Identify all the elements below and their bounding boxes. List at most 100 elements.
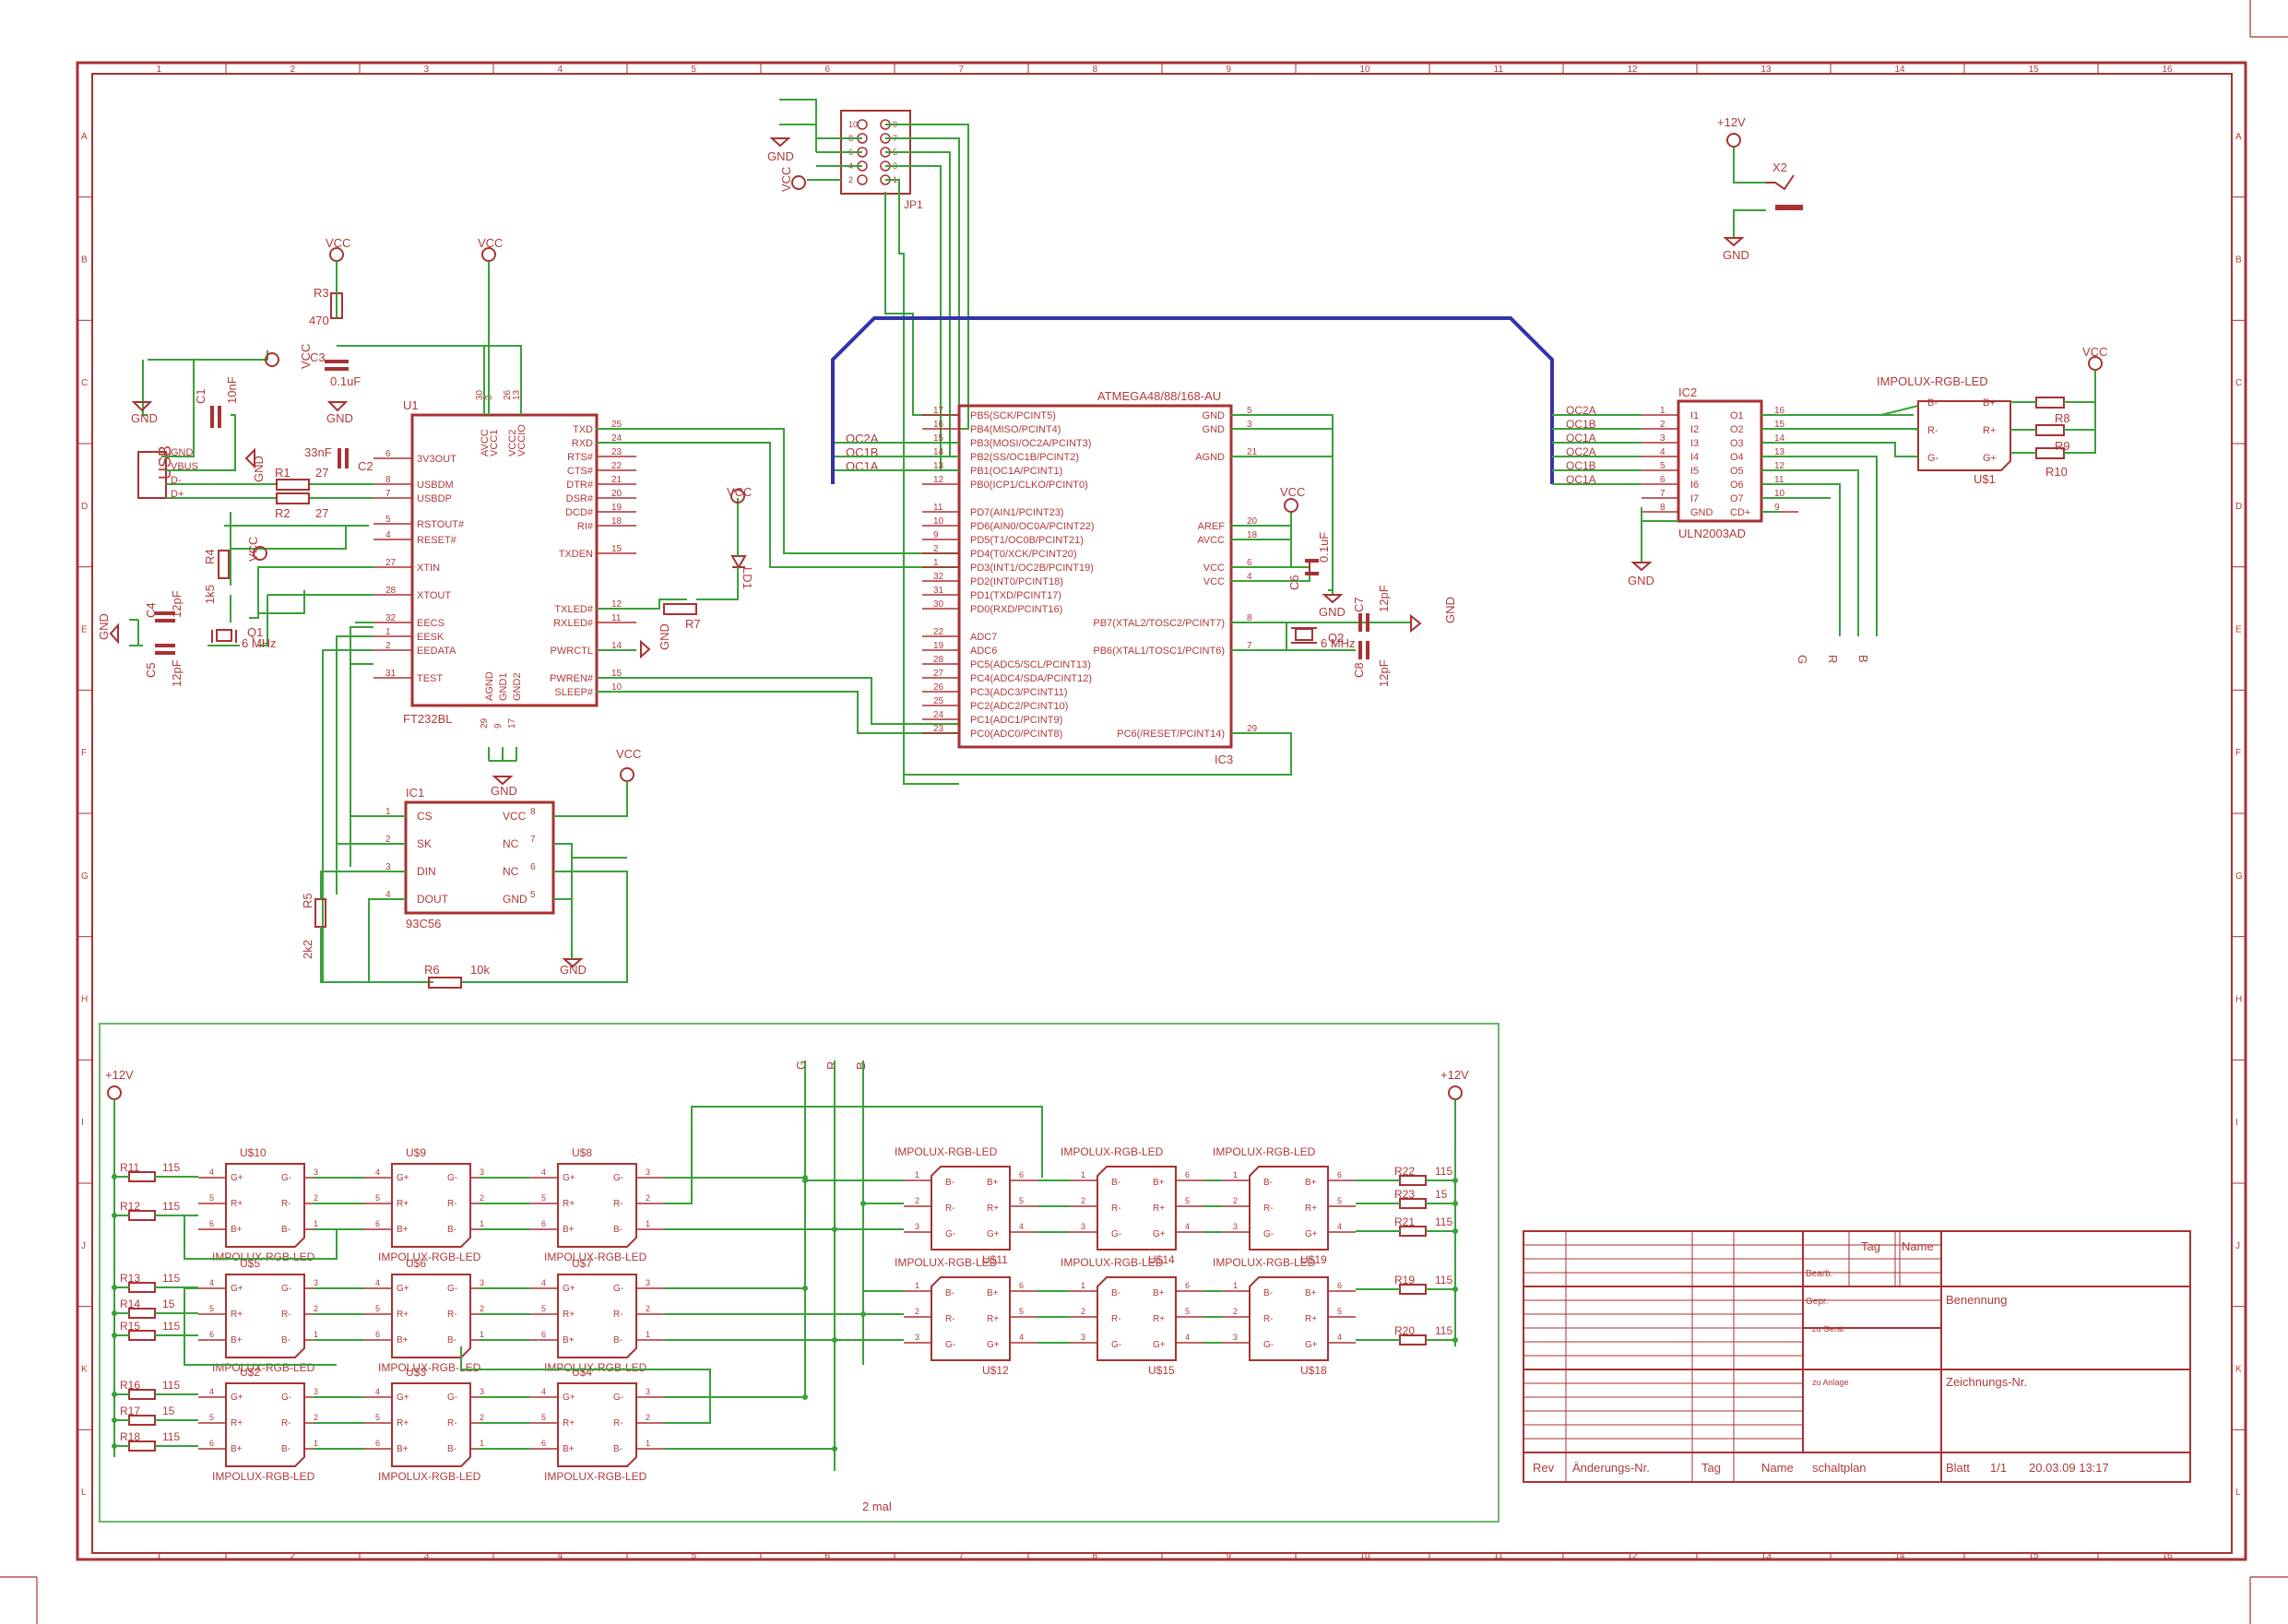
power-symbols-left: VCC VCC VCC GND GND GND VCC GND GND GND … (97, 236, 752, 977)
frame-row-right: I (2235, 1118, 2238, 1128)
led-num-right: 1 (646, 1219, 650, 1228)
led-pin-minus: B- (1111, 1178, 1120, 1188)
c7-label: C7 (1352, 597, 1366, 612)
led-pin-plus: B+ (1305, 1178, 1317, 1188)
u1-bottom-num: 9 (493, 723, 504, 729)
frame-col-bottom: 9 (1227, 1551, 1232, 1561)
u1-bottom-num: 29 (480, 717, 490, 729)
frame-row-right: A (2235, 132, 2242, 142)
c8-value: 12pF (1377, 659, 1391, 687)
frame-row-left: F (81, 748, 87, 758)
led-num-left: 4 (541, 1387, 546, 1396)
frame-row-right: G (2235, 871, 2243, 882)
c4-label: C4 (144, 602, 158, 618)
ic3-left-pin: PD0(RXD/PCINT16) (970, 604, 1062, 615)
led-num-left: 4 (209, 1278, 214, 1287)
jp1-name: JP1 (904, 198, 923, 211)
led-num-left: 5 (541, 1304, 546, 1313)
frame-col-top: 4 (558, 65, 563, 75)
led-pin-plus: B+ (231, 1225, 243, 1235)
ic1-name: IC1 (406, 786, 424, 800)
u1-right-pin: RI# (577, 521, 594, 532)
led-pin-minus: G- (1263, 1340, 1274, 1350)
led-num-right: 4 (1185, 1222, 1190, 1231)
ic1-left-num: 1 (385, 807, 391, 817)
frame-row-left: C (81, 378, 88, 388)
ic3-right-pin: PC6(/RESET/PCINT14) (1117, 729, 1225, 740)
r1-label: R1 (275, 466, 290, 480)
led-pin-plus: R+ (563, 1199, 575, 1209)
led-pin-minus: B- (281, 1225, 290, 1235)
led-pin-plus: G+ (397, 1393, 409, 1403)
led-name: U$9 (406, 1146, 426, 1159)
led-num-left: 3 (1081, 1222, 1085, 1231)
led-name: U$3 (406, 1366, 426, 1379)
frame-row-left: G (81, 871, 89, 882)
led-name: U$5 (240, 1257, 260, 1270)
c6-value: 0.1uF (1317, 532, 1331, 563)
tb-name: Name (1902, 1239, 1934, 1253)
led-pin-plus: R+ (231, 1418, 243, 1428)
u1-left-num: 27 (385, 558, 397, 568)
led-pin-minus: R- (945, 1314, 955, 1324)
r2-label: R2 (275, 506, 290, 520)
frame-col-bottom: 6 (825, 1551, 831, 1561)
gnd-c2: GND (252, 456, 266, 482)
led-part: IMPOLUX-RGB-LED (1213, 1256, 1316, 1269)
frame-col-top: 9 (1227, 65, 1232, 75)
frame-row-left: L (81, 1488, 87, 1498)
led-num-left: 4 (375, 1387, 380, 1396)
frame-row-right: B (2235, 255, 2242, 266)
led-num-left: 1 (1081, 1170, 1085, 1179)
led-name: U$7 (572, 1257, 592, 1270)
led-res-value: 115 (1435, 1165, 1452, 1178)
led-part: IMPOLUX-RGB-LED (544, 1361, 647, 1374)
ic2-net-label: OC1A (1566, 432, 1596, 445)
vcc-r3: VCC (326, 236, 350, 250)
frame-row-left: D (81, 502, 88, 512)
tb-bearb: Bearb. (1806, 1269, 1832, 1279)
tb-blatt: Blatt (1946, 1461, 1970, 1475)
led-name: U$8 (572, 1146, 592, 1159)
ic2-left-num: 1 (1660, 406, 1666, 416)
led-pin-plus: B+ (987, 1178, 999, 1188)
gnd-ic3: GND (1319, 605, 1346, 619)
ic2-wires (1641, 414, 1918, 636)
ic2-left-pin: I2 (1690, 424, 1699, 435)
led-pin-minus: R- (613, 1199, 623, 1209)
u1-left-pin: EECS (417, 618, 445, 629)
led-num-left: 4 (541, 1168, 546, 1177)
ic2-gnd: GND (1628, 562, 1654, 587)
ic3-left-num: 16 (933, 420, 944, 430)
led-pin-minus: R- (1263, 1203, 1274, 1214)
gnd-c4: GND (97, 613, 111, 640)
ic3-left-num: 25 (933, 696, 944, 706)
led-pin-minus: R- (447, 1199, 457, 1209)
ic2-right-pin: O7 (1730, 493, 1744, 504)
c4-value: 12pF (170, 590, 184, 618)
led-net-wire (664, 1106, 1043, 1204)
ld1-label: LD1 (741, 567, 754, 589)
led-name: U$2 (240, 1366, 260, 1379)
tb-blatt-value: 1/1 (1990, 1461, 2007, 1475)
led-name: U$6 (406, 1257, 426, 1270)
jp1-power: GND VCC (767, 137, 806, 192)
led-pin-plus: R+ (231, 1310, 243, 1320)
led-res-value: 115 (162, 1161, 180, 1174)
u1-left-num: 31 (385, 669, 397, 679)
led-pin-minus: B- (1263, 1288, 1273, 1298)
led-res-value: 15 (162, 1298, 175, 1310)
led-num-right: 6 (1019, 1170, 1024, 1179)
r9-label: R9 (2055, 439, 2070, 453)
led-num-left: 1 (915, 1170, 919, 1179)
led-net-wire (184, 1215, 338, 1260)
led-pin-minus: B- (447, 1225, 456, 1235)
